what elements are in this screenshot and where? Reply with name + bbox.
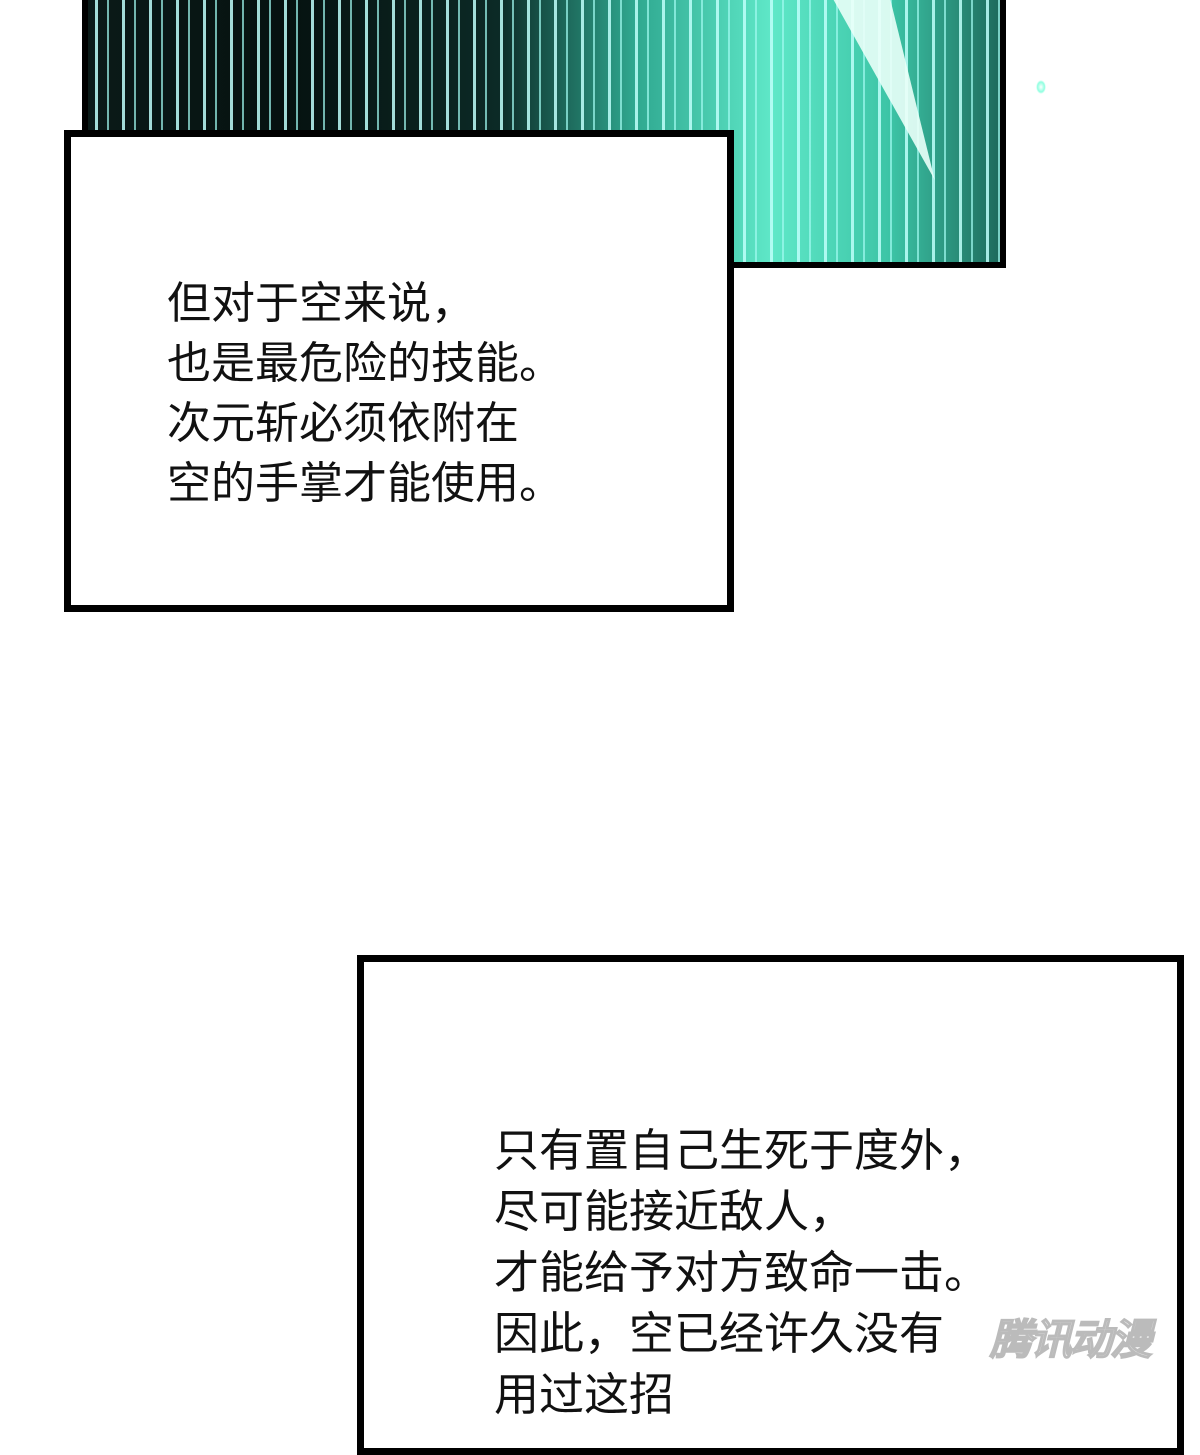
- caption-box-1: 但对于空来说， 也是最危险的技能。次元斩必须依附在空的手掌才能使用。: [64, 130, 734, 612]
- caption-line: 才能给予对方致命一击。: [494, 1246, 990, 1299]
- caption-line: 但对于空来说，: [167, 278, 475, 329]
- sparkle: [1036, 80, 1046, 94]
- caption-line: 也是最危险的技能。: [167, 338, 563, 389]
- watermark-logo: 腾讯动漫: [989, 1314, 1153, 1365]
- caption-box-2: 只有置自己生死于度外， 尽可能接近敌人， 才能给予对方致命一击。因此，空已经许久没有…: [357, 955, 1184, 1455]
- caption-2-text: 只有置自己生死于度外， 尽可能接近敌人， 才能给予对方致命一击。因此，空已经许久没有…: [494, 1120, 989, 1425]
- caption-line: 空的手掌才能使用。: [167, 458, 563, 509]
- caption-line: 只有置自己生死于度外，: [494, 1124, 990, 1177]
- caption-line: 次元斩必须依附在: [167, 398, 519, 449]
- caption-line: 因此，空已经许久没有: [494, 1307, 945, 1360]
- caption-line: 尽可能接近敌人，: [494, 1185, 855, 1238]
- caption-1-text: 但对于空来说， 也是最危险的技能。次元斩必须依附在空的手掌才能使用。: [167, 274, 563, 514]
- caption-line: 用过这招: [494, 1368, 675, 1421]
- energy-streak: [828, 0, 965, 180]
